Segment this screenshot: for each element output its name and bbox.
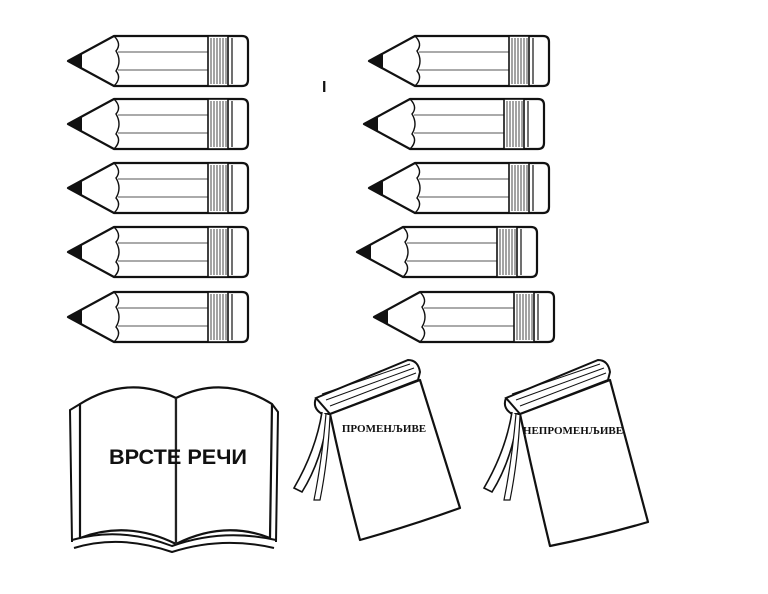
pencil-icon: [66, 161, 250, 215]
pencil-icon: [367, 34, 551, 88]
closed-book-icon: НЕПРОМЕНЉИВЕ: [482, 358, 650, 548]
book-left-label: ПРОМЕНЉИВЕ: [342, 423, 426, 435]
pencil-icon: [66, 290, 250, 344]
pencil-icon: [362, 97, 546, 151]
pencil-column-left: [66, 34, 250, 344]
pencil-icon: [372, 290, 556, 344]
separator-mark: I: [322, 79, 326, 96]
pencil-icon: [66, 225, 250, 279]
pencil-icon: [66, 97, 250, 151]
book-right-label: НЕПРОМЕНЉИВЕ: [523, 425, 623, 437]
pencil-icon: [367, 161, 551, 215]
open-book-title: ВРСТЕ РЕЧИ: [109, 446, 247, 469]
pencil-icon: [355, 225, 539, 279]
closed-book-icon: ПРОМЕНЉИВЕ: [292, 358, 462, 542]
pencil-column-right: [355, 34, 556, 344]
open-book-icon: ВРСТЕ РЕЧИ: [68, 386, 280, 554]
pencil-icon: [66, 34, 250, 88]
